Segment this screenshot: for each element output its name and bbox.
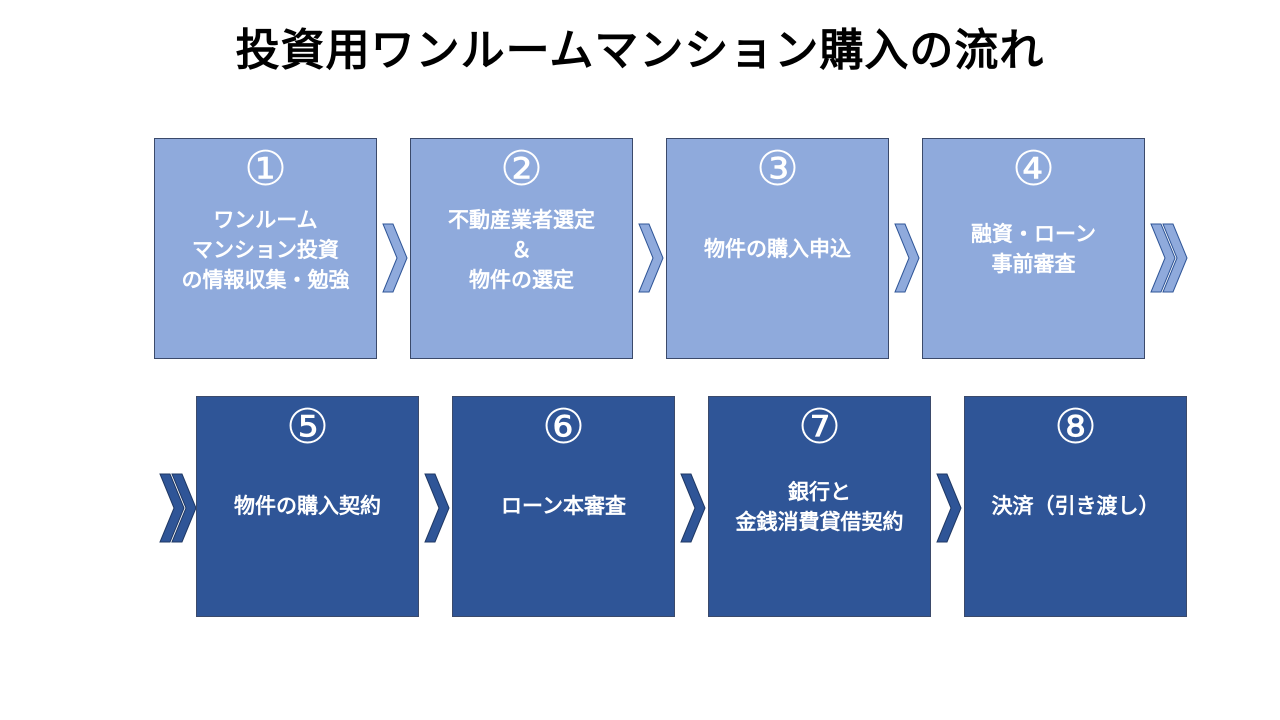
step-1-line-2: マンション投資 (192, 238, 339, 262)
step-3-line-1: 物件の購入申込 (704, 237, 851, 261)
step-box-7: ⑦ 銀行と 金銭消費貸借契約 (708, 396, 931, 617)
step-box-8: ⑧ 決済（引き渡し） (964, 396, 1187, 617)
step-number-2: ② (499, 141, 544, 197)
step-box-6: ⑥ ローン本審査 (452, 396, 675, 617)
chevron-right-icon (680, 473, 706, 543)
step-number-7: ⑦ (797, 399, 842, 455)
step-6-line-1: ローン本審査 (501, 494, 626, 518)
step-label-3: 物件の購入申込 (667, 234, 888, 264)
step-number-3: ③ (755, 141, 800, 197)
step-7-line-2: 金銭消費貸借契約 (735, 510, 904, 534)
step-7-line-1: 銀行と (788, 480, 851, 504)
step-box-4: ④ 融資・ローン 事前審査 (922, 138, 1145, 359)
step-label-7: 銀行と 金銭消費貸借契約 (709, 477, 930, 537)
chevron-right-icon (936, 473, 962, 543)
chevron-right-icon (382, 223, 408, 293)
step-1-line-3: の情報収集・勉強 (181, 268, 350, 292)
step-label-8: 決済（引き渡し） (965, 491, 1186, 521)
step-4-line-2: 事前審査 (991, 252, 1076, 276)
chevron-right-icon (638, 223, 664, 293)
step-box-1: ① ワンルーム マンション投資 の情報収集・勉強 (154, 138, 377, 359)
chevron-right-icon (894, 223, 920, 293)
step-label-2: 不動産業者選定 ＆ 物件の選定 (411, 205, 632, 295)
step-8-line-1: 決済（引き渡し） (991, 494, 1160, 518)
step-box-3: ③ 物件の購入申込 (666, 138, 889, 359)
step-number-4: ④ (1011, 141, 1056, 197)
step-number-1: ① (243, 141, 288, 197)
step-label-1: ワンルーム マンション投資 の情報収集・勉強 (155, 205, 376, 295)
step-label-6: ローン本審査 (453, 491, 674, 521)
step-number-8: ⑧ (1053, 399, 1098, 455)
page-title: 投資用ワンルームマンション購入の流れ (235, 25, 1045, 76)
step-box-5: ⑤ 物件の購入契約 (196, 396, 419, 617)
double-chevron-right-icon (159, 473, 197, 543)
step-2-line-1: 不動産業者選定 (448, 208, 595, 232)
step-2-line-3: 物件の選定 (469, 268, 574, 292)
step-2-line-2: ＆ (511, 238, 532, 262)
step-4-line-1: 融資・ローン (971, 222, 1096, 246)
chevron-right-icon (424, 473, 450, 543)
step-box-2: ② 不動産業者選定 ＆ 物件の選定 (410, 138, 633, 359)
step-number-6: ⑥ (541, 399, 586, 455)
step-5-line-1: 物件の購入契約 (234, 494, 381, 518)
step-label-5: 物件の購入契約 (197, 491, 418, 521)
step-1-line-1: ワンルーム (213, 208, 318, 232)
step-label-4: 融資・ローン 事前審査 (923, 219, 1144, 279)
double-chevron-right-icon (1150, 223, 1188, 293)
step-number-5: ⑤ (285, 399, 330, 455)
